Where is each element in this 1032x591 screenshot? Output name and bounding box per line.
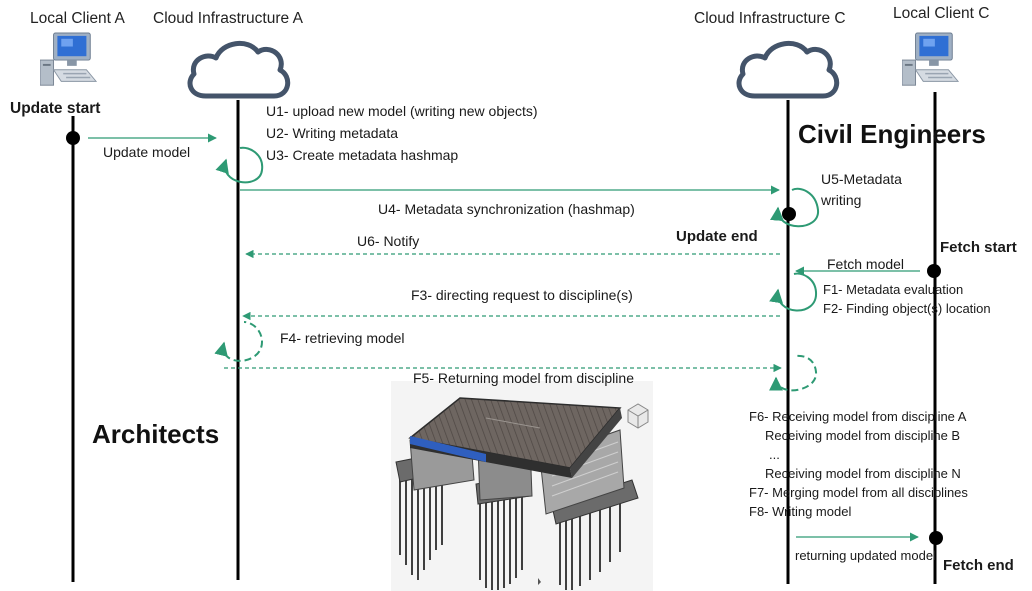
step-recv-b: Receiving model from discipline B	[765, 428, 961, 443]
step-f1: F1- Metadata evaluation	[823, 282, 964, 297]
loop-u3	[215, 146, 264, 184]
step-f2: F2- Finding object(s) location	[823, 301, 991, 316]
step-f7: F7- Merging model from all disciplines	[749, 485, 968, 500]
step-f6: F6- Receiving model from discipline A	[749, 409, 967, 424]
step-f4: F4- retrieving model	[280, 330, 405, 346]
update-end-dot	[782, 207, 796, 221]
step-ellipsis: ...	[769, 447, 780, 462]
participant-local-client-c: Local Client C	[893, 5, 990, 22]
msg-u4: U4- Metadata synchronization (hashmap)	[378, 201, 635, 217]
step-u5-line1: U5-Metadata	[821, 171, 902, 187]
bridge-model-image	[391, 381, 653, 591]
step-f8: F8- Writing model	[749, 504, 852, 519]
fetch-start-dot	[927, 264, 941, 278]
participant-cloud-infra-c: Cloud Infrastructure C	[694, 10, 846, 27]
fetch-start-label: Fetch start	[940, 239, 1017, 256]
group-architects: Architects	[92, 419, 220, 449]
update-start-dot	[66, 131, 80, 145]
loop-f1	[769, 272, 818, 312]
step-u2: U2- Writing metadata	[266, 125, 399, 141]
update-end-label: Update end	[676, 228, 758, 245]
solid-arrows	[88, 133, 920, 542]
fetch-end-label: Fetch end	[943, 557, 1014, 574]
computer-icon-local-a	[40, 32, 97, 86]
fetch-end-dot	[929, 531, 943, 545]
step-u5-line2: writing	[821, 192, 862, 208]
cloud-icon-c	[739, 43, 837, 96]
update-start-label: Update start	[10, 100, 101, 117]
loop-u5	[769, 187, 820, 228]
event-markers	[66, 131, 943, 545]
loop-f4	[214, 321, 264, 362]
participant-local-client-a: Local Client A	[30, 10, 125, 27]
self-loops	[214, 146, 820, 392]
group-civil-engineers: Civil Engineers	[798, 119, 986, 149]
step-u1: U1- upload new model (writing new object…	[266, 103, 538, 119]
cloud-icon-a	[190, 43, 288, 96]
msg-update-model: Update model	[103, 144, 191, 160]
msg-u6: U6- Notify	[357, 233, 420, 249]
dashed-arrows	[224, 249, 782, 373]
step-u3: U3- Create metadata hashmap	[266, 147, 459, 163]
computer-icon-local-c	[902, 32, 959, 86]
msg-f3: F3- directing request to discipline(s)	[411, 287, 633, 303]
msg-fetch-model: Fetch model	[827, 256, 905, 272]
step-recv-n: Receiving model from discipline N	[765, 466, 961, 481]
loop-f5	[769, 354, 818, 392]
lifelines	[71, 92, 937, 584]
msg-returning-updated-model: returning updated model	[795, 548, 936, 563]
participant-cloud-infra-a: Cloud Infrastructure A	[153, 10, 303, 27]
msg-f5: F5- Returning model from discipline	[413, 370, 634, 386]
